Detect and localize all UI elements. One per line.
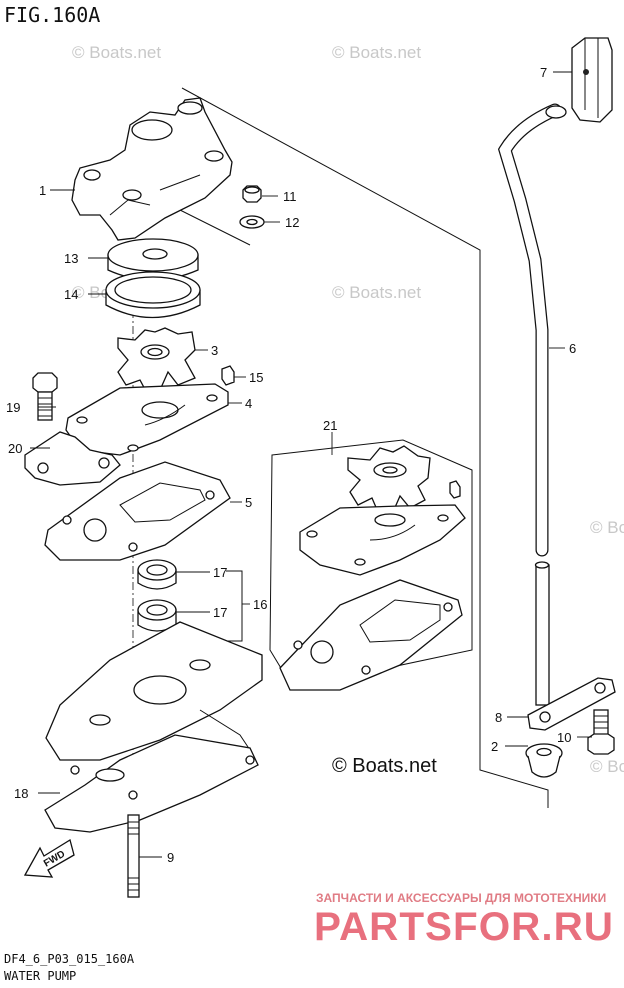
stud (127, 814, 140, 898)
grommet (525, 743, 563, 778)
water-tube (497, 103, 567, 706)
kit-impeller (347, 445, 431, 513)
key (221, 365, 235, 386)
watermark: © Boats.net (590, 757, 624, 776)
diagram-name: WATER PUMP (4, 969, 76, 983)
leader-lines (30, 71, 592, 858)
liner (107, 238, 199, 281)
kit-gasket (279, 579, 463, 691)
gasket (44, 461, 231, 561)
pump-plate (65, 383, 229, 456)
brand-tagline: ЗАПЧАСТИ И АКСЕССУАРЫ ДЛЯ МОТОТЕХНИКИ (316, 891, 606, 905)
tube-clamp (527, 677, 616, 731)
callout-8: 8 (495, 710, 502, 725)
damper (24, 431, 121, 486)
callout-18: 18 (14, 786, 28, 801)
callout-16: 16 (253, 597, 267, 612)
gasket-lower (44, 734, 259, 833)
assembly-outline (181, 87, 549, 808)
clamp-bolt (587, 709, 615, 755)
callout-12: 12 (285, 215, 299, 230)
callout-20: 20 (8, 441, 22, 456)
kit-key (449, 480, 461, 499)
bolt (32, 372, 58, 421)
callout-3: 3 (211, 343, 218, 358)
watermark: © Boats.net (72, 43, 161, 62)
callout-13: 13 (64, 251, 78, 266)
nut (242, 185, 262, 203)
lower-housing (45, 621, 263, 761)
oil-seal (137, 599, 177, 632)
callout-7: 7 (540, 65, 547, 80)
callout-5: 5 (245, 495, 252, 510)
callout-17: 17 (213, 565, 227, 580)
callout-4: 4 (245, 396, 252, 411)
callout-6: 6 (569, 341, 576, 356)
callout-9: 9 (167, 850, 174, 865)
impeller (117, 327, 196, 396)
callout-17: 17 (213, 605, 227, 620)
kit-plate (299, 504, 466, 576)
bracket-16 (226, 570, 243, 642)
fwd-arrow-icon: FWD (23, 838, 75, 878)
seal-ring (105, 271, 201, 319)
callout-21: 21 (323, 418, 337, 433)
figure-title: FIG.160A (4, 3, 100, 27)
callout-10: 10 (557, 730, 571, 745)
pump-case (71, 97, 233, 241)
watermark: © Boats.net (332, 283, 421, 302)
oil-seal (137, 559, 177, 590)
callout-2: 2 (491, 739, 498, 754)
watermark: © Boats.net (332, 43, 421, 62)
washer (239, 215, 265, 229)
watermark: © Boats.net (590, 518, 624, 537)
callout-11: 11 (283, 189, 297, 204)
callout-19: 19 (6, 400, 20, 415)
diagram-code: DF4_6_P03_015_160A (4, 952, 135, 966)
kit-outline (269, 439, 473, 689)
watermark-main: © Boats.net (332, 755, 437, 777)
callout-14: 14 (64, 287, 78, 302)
tube-seal (571, 37, 613, 123)
callout-1: 1 (39, 183, 46, 198)
brand-logo: PARTSFOR.RU (314, 905, 614, 949)
callout-15: 15 (249, 370, 263, 385)
